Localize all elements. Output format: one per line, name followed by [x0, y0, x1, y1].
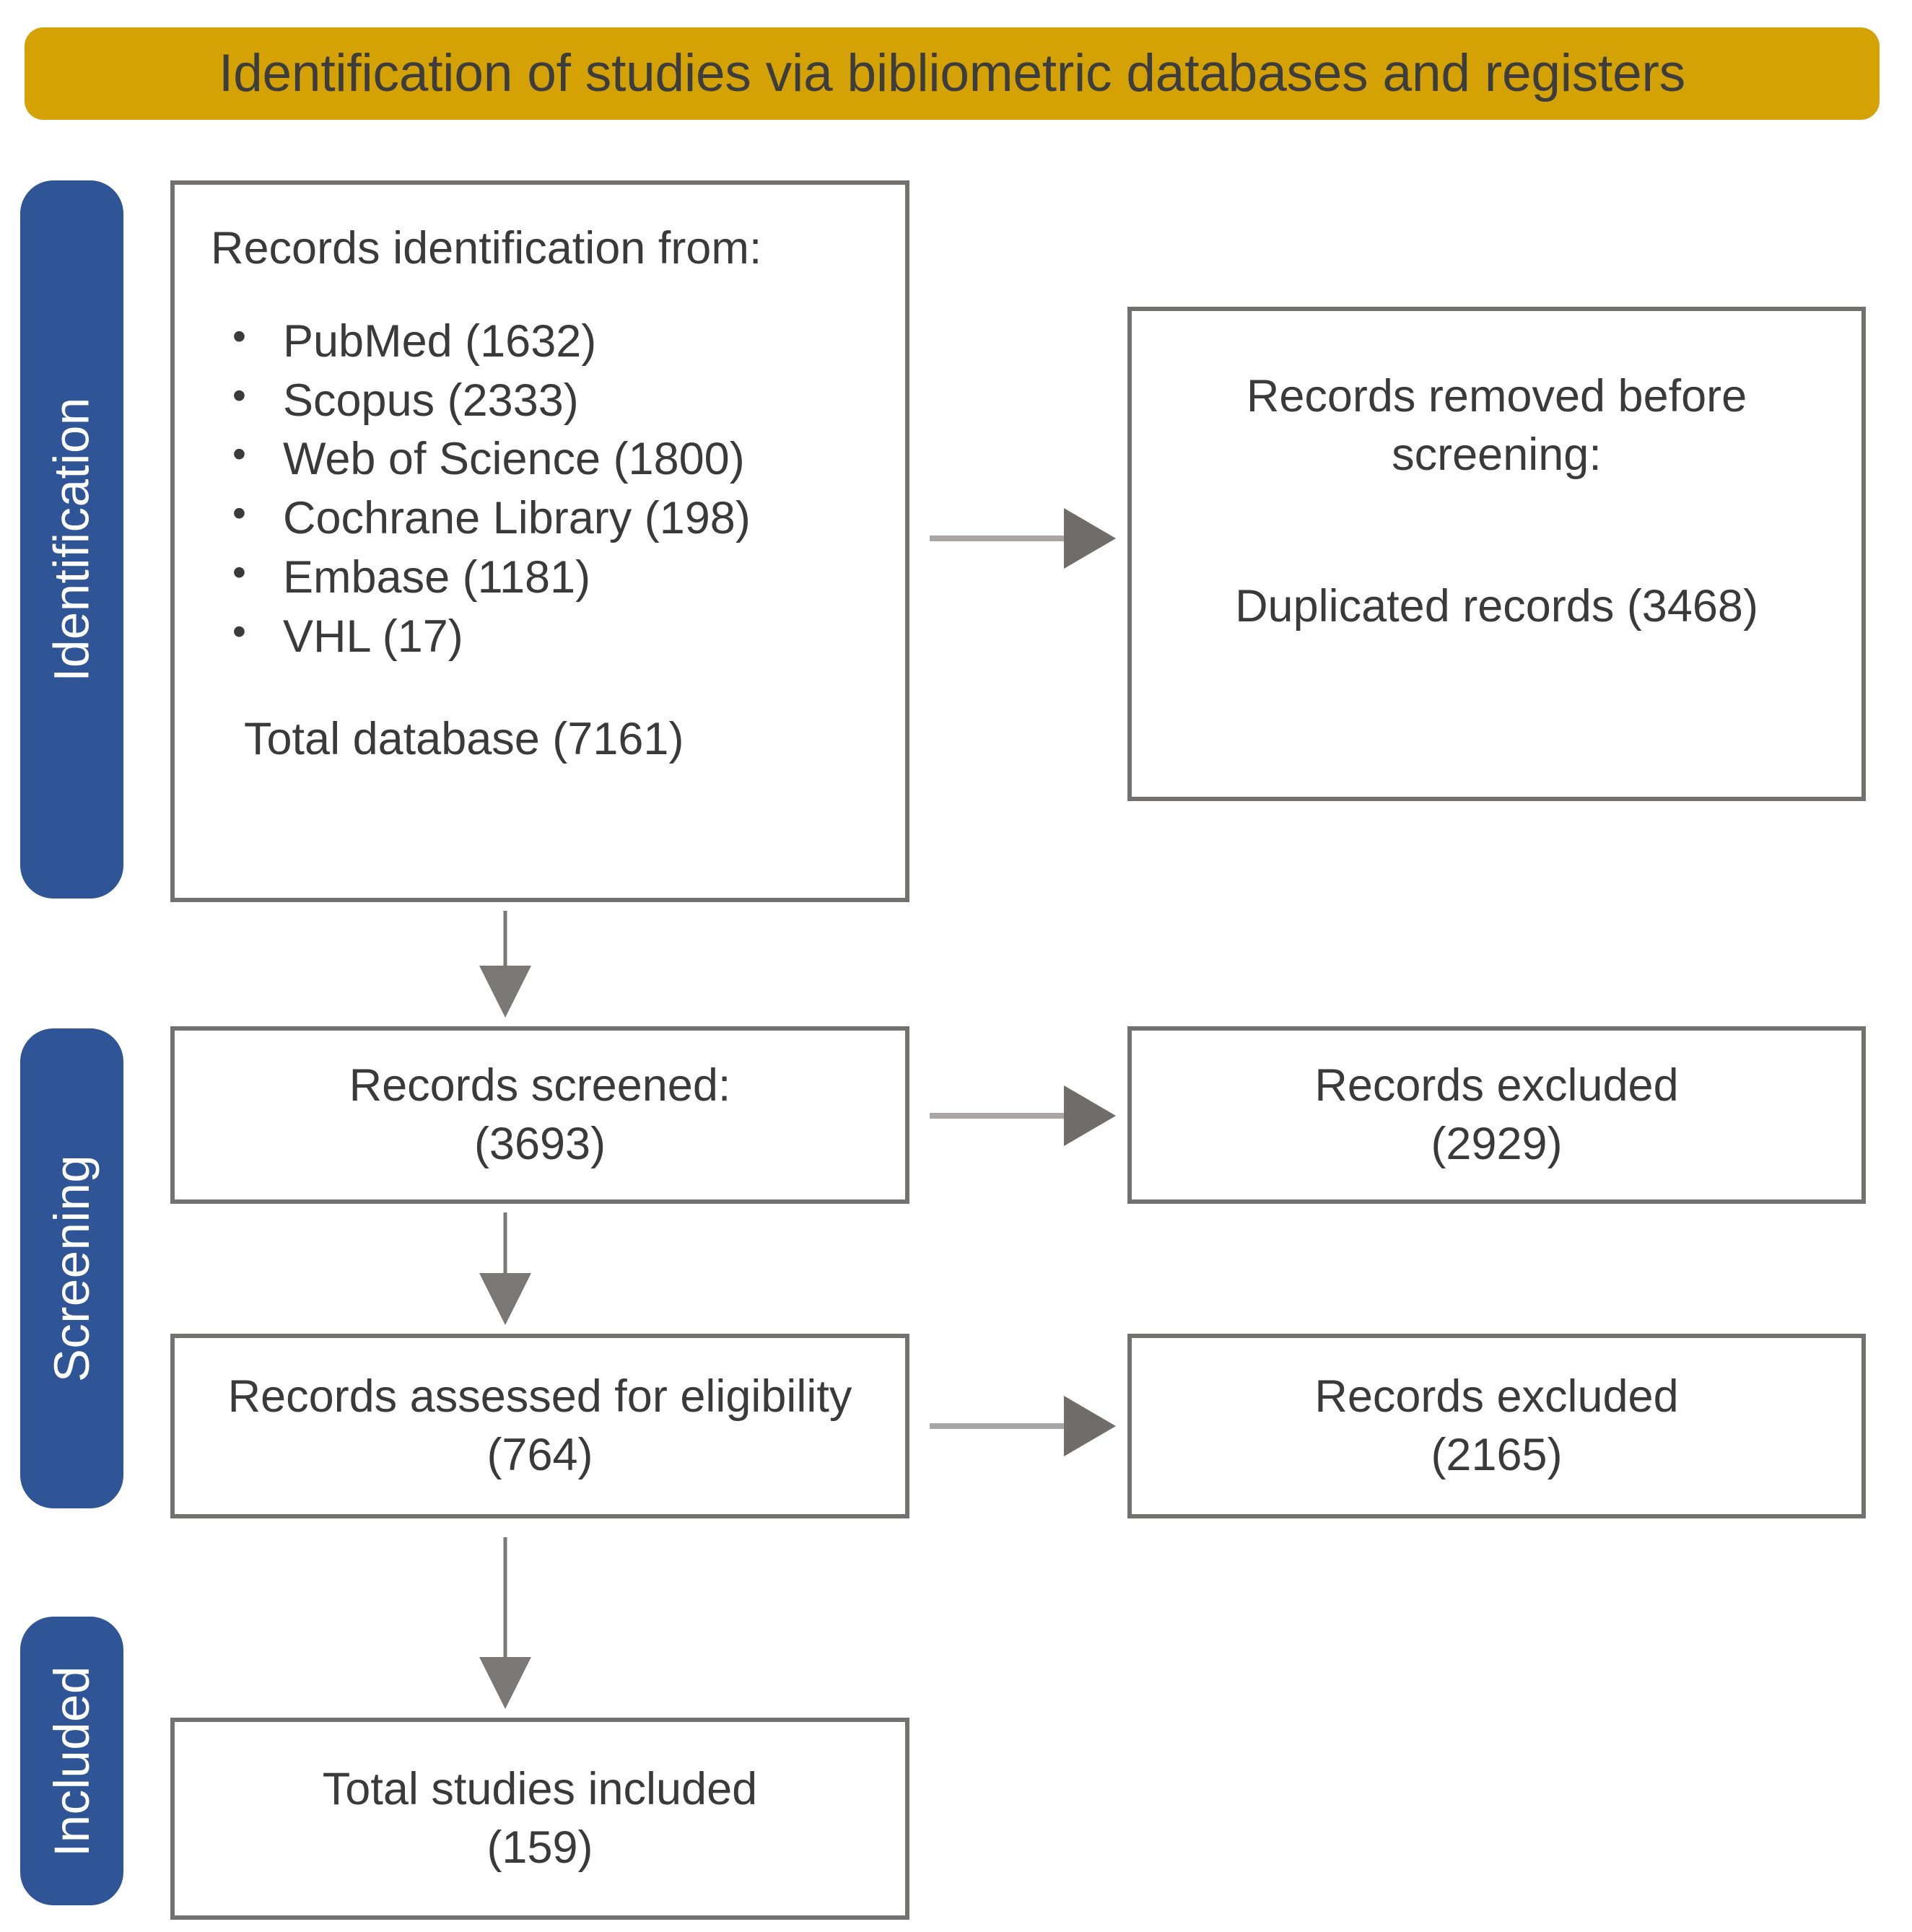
- arrow-right-icon: [930, 505, 1116, 572]
- records-eligibility-count: (764): [486, 1430, 593, 1480]
- records-excluded-eligibility-label: Records excluded: [1314, 1371, 1679, 1422]
- arrow-line: [503, 1212, 507, 1279]
- arrow-down-icon: [462, 1212, 549, 1325]
- arrow-head: [1064, 508, 1116, 569]
- arrow-line: [503, 911, 507, 973]
- records-eligibility-box: Records assessed for eligibility (764): [170, 1334, 909, 1518]
- stage-label-identification-text: Identification: [44, 397, 100, 682]
- arrow-line: [930, 1423, 1071, 1429]
- list-item: Embase (1181): [218, 547, 751, 608]
- stage-label-identification: Identification: [20, 180, 123, 899]
- records-identification-box: Records identification from: PubMed (163…: [170, 180, 909, 902]
- records-excluded-eligibility-count: (2165): [1431, 1430, 1563, 1480]
- records-excluded-eligibility-box: Records excluded (2165): [1127, 1334, 1866, 1518]
- arrow-head: [479, 966, 531, 1018]
- arrow-line: [930, 1113, 1071, 1119]
- list-item: Web of Science (1800): [218, 429, 751, 489]
- duplicated-records-count: Duplicated records (3468): [1235, 581, 1758, 632]
- list-item: PubMed (1632): [218, 311, 751, 372]
- stage-label-included-text: Included: [44, 1665, 100, 1857]
- records-excluded-screening-label: Records excluded: [1314, 1060, 1679, 1111]
- total-studies-included-label: Total studies included: [322, 1764, 758, 1815]
- total-studies-included-count: (159): [486, 1822, 593, 1873]
- records-excluded-screening-box: Records excluded (2929): [1127, 1026, 1866, 1204]
- records-removed-title: Records removed before screening:: [1246, 371, 1747, 480]
- diagram-title: Identification of studies via bibliometr…: [219, 43, 1685, 102]
- list-item: Cochrane Library (198): [218, 488, 751, 548]
- stage-label-screening-text: Screening: [44, 1154, 100, 1383]
- records-identification-lead: Records identification from:: [211, 223, 762, 274]
- records-excluded-screening-count: (2929): [1431, 1119, 1563, 1169]
- arrow-head: [1064, 1085, 1116, 1146]
- list-item: VHL (17): [218, 606, 751, 667]
- records-eligibility-label: Records assessed for eligibility: [227, 1371, 852, 1422]
- records-removed-box: Records removed before screening: Duplic…: [1127, 307, 1866, 801]
- total-studies-included-box: Total studies included (159): [170, 1718, 909, 1920]
- arrow-head: [479, 1657, 531, 1709]
- arrow-line: [503, 1537, 507, 1661]
- records-screened-count: (3693): [473, 1119, 606, 1169]
- database-source-list: PubMed (1632) Scopus (2333) Web of Scien…: [175, 278, 751, 667]
- arrow-head: [479, 1273, 531, 1325]
- arrow-right-icon: [930, 1083, 1116, 1149]
- stage-label-included: Included: [20, 1617, 123, 1905]
- records-screened-box: Records screened: (3693): [170, 1026, 909, 1204]
- arrow-line: [930, 536, 1071, 541]
- stage-label-screening: Screening: [20, 1028, 123, 1508]
- total-database-count: Total database (7161): [244, 713, 684, 764]
- arrow-right-icon: [930, 1393, 1116, 1459]
- records-screened-label: Records screened:: [349, 1060, 731, 1111]
- list-item: Scopus (2333): [218, 370, 751, 431]
- arrow-down-icon: [462, 1537, 549, 1709]
- diagram-title-banner: Identification of studies via bibliometr…: [25, 27, 1880, 120]
- arrow-head: [1064, 1396, 1116, 1456]
- arrow-down-icon: [462, 911, 549, 1018]
